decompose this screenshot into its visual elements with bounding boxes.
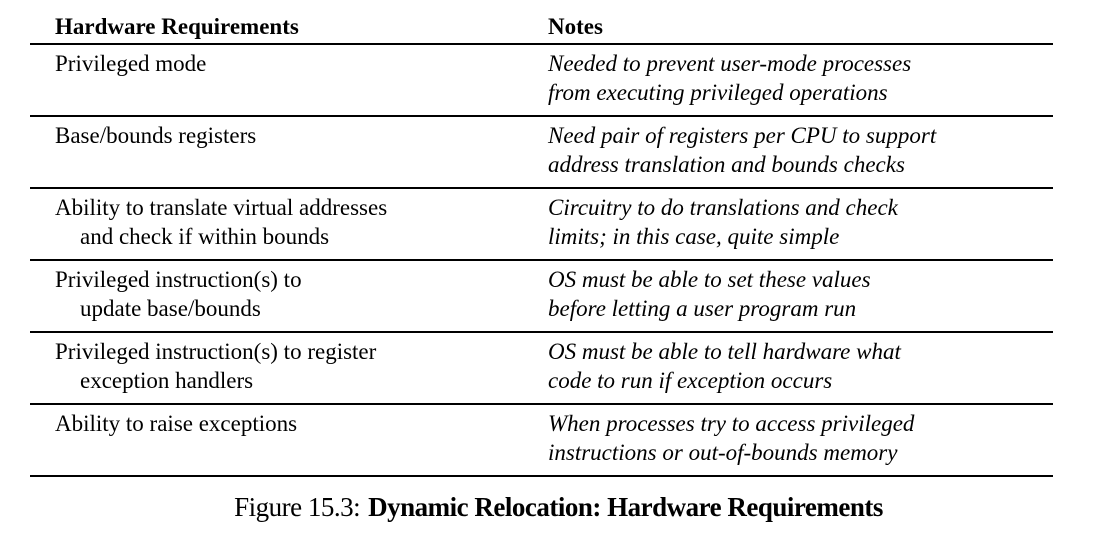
table-row: Ability to translate virtual addresses a…	[30, 189, 1053, 259]
table-row: Privileged mode Needed to prevent user-m…	[30, 45, 1053, 115]
table-rule	[30, 403, 1053, 405]
column-header-notes: Notes	[548, 12, 1053, 43]
notes-text: Circuitry to do translations and check	[548, 195, 898, 220]
table-header-row: Hardware Requirements Notes	[30, 0, 1053, 43]
notes-text: instructions or out-of-bounds memory	[548, 440, 898, 465]
notes-text: code to run if exception occurs	[548, 368, 833, 393]
column-header-hardware-requirements: Hardware Requirements	[30, 12, 548, 43]
table-row: Ability to raise exceptions When process…	[30, 405, 1053, 475]
notes-text: OS must be able to set these values	[548, 267, 871, 292]
requirement-text: Privileged instruction(s) to register	[55, 339, 377, 364]
table-rule	[30, 187, 1053, 189]
table-rule	[30, 331, 1053, 333]
requirement-cell: Privileged mode	[30, 49, 548, 115]
requirement-text: Base/bounds registers	[55, 123, 257, 148]
figure-caption-label: Figure 15.3:	[234, 492, 361, 522]
notes-text: OS must be able to tell hardware what	[548, 339, 901, 364]
notes-text: When processes try to access privileged	[548, 411, 915, 436]
requirement-text: Privileged instruction(s) to	[55, 267, 302, 292]
notes-cell: OS must be able to tell hardware what co…	[548, 337, 1053, 403]
requirement-text: update base/bounds	[80, 296, 261, 321]
requirement-text: Ability to translate virtual addresses	[55, 195, 388, 220]
requirement-cell: Base/bounds registers	[30, 121, 548, 187]
notes-cell: Need pair of registers per CPU to suppor…	[548, 121, 1053, 187]
notes-cell: OS must be able to set these values befo…	[548, 265, 1053, 331]
notes-cell: Needed to prevent user-mode processes fr…	[548, 49, 1053, 115]
table-rule	[30, 475, 1053, 477]
notes-cell: Circuitry to do translations and check l…	[548, 193, 1053, 259]
requirement-text: Ability to raise exceptions	[55, 411, 298, 436]
requirement-cell: Ability to raise exceptions	[30, 409, 548, 475]
table-row: Privileged instruction(s) to register ex…	[30, 333, 1053, 403]
notes-text: Need pair of registers per CPU to suppor…	[548, 123, 937, 148]
header-label: Notes	[548, 14, 603, 39]
requirement-text: exception handlers	[80, 368, 254, 393]
table-rule	[30, 115, 1053, 117]
table-row: Privileged instruction(s) to update base…	[30, 261, 1053, 331]
requirement-text: and check if within bounds	[80, 224, 330, 249]
header-label: Hardware Requirements	[55, 14, 299, 39]
hardware-requirements-table: Hardware Requirements Notes Privileged m…	[30, 0, 1053, 477]
notes-text: Needed to prevent user-mode processes	[548, 51, 912, 76]
notes-text: before letting a user program run	[548, 296, 857, 321]
requirement-text: Privileged mode	[55, 51, 207, 76]
figure-caption-title: Dynamic Relocation: Hardware Requirement…	[368, 492, 883, 522]
notes-text: address translation and bounds checks	[548, 152, 905, 177]
notes-text: from executing privileged operations	[548, 80, 888, 105]
notes-text: limits; in this case, quite simple	[548, 224, 840, 249]
figure-caption: Figure 15.3:Dynamic Relocation: Hardware…	[0, 490, 1117, 524]
requirement-cell: Privileged instruction(s) to update base…	[30, 265, 548, 331]
requirement-cell: Privileged instruction(s) to register ex…	[30, 337, 548, 403]
requirement-cell: Ability to translate virtual addresses a…	[30, 193, 548, 259]
table-rule	[30, 43, 1053, 45]
table-rule	[30, 259, 1053, 261]
notes-cell: When processes try to access privileged …	[548, 409, 1053, 475]
table-row: Base/bounds registers Need pair of regis…	[30, 117, 1053, 187]
